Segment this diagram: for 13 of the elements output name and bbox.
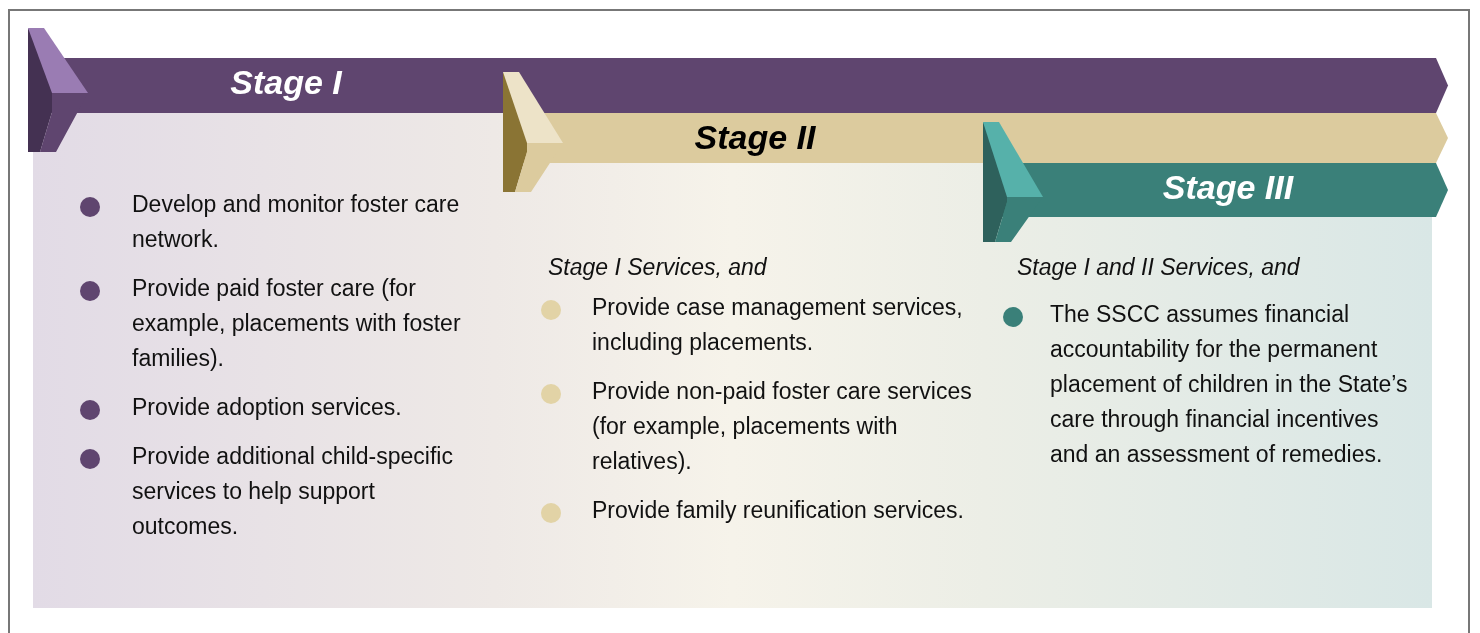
bullet-text: Provide case management services, including placements. bbox=[592, 293, 964, 357]
bullet-text: Provide additional child-specific services to help support outcomes. bbox=[132, 442, 454, 541]
intro-text: Stage I Services, and bbox=[548, 254, 767, 281]
stage-heading: Stage II bbox=[694, 118, 816, 157]
bullet-text: Provide non-paid foster care services (for example, placements with relatives). bbox=[592, 377, 973, 476]
stage-heading: Stage III bbox=[1162, 168, 1294, 207]
bullet-text: Develop and monitor foster care network. bbox=[132, 190, 461, 254]
bullet-text: Provide adoption services. bbox=[132, 393, 403, 422]
stage-heading: Stage I bbox=[230, 63, 342, 102]
bullet-text: The SSCC assumes financial accountability for the permanent placement of children in the State’s care through financial incentives and an assessment of remedies. bbox=[1050, 300, 1409, 469]
bullet-text: Provide family reunification services. bbox=[592, 496, 965, 525]
intro-text: Stage I and II Services, and bbox=[1017, 254, 1300, 281]
bullet-text: Provide paid foster care (for example, placements with foster families). bbox=[132, 274, 462, 373]
